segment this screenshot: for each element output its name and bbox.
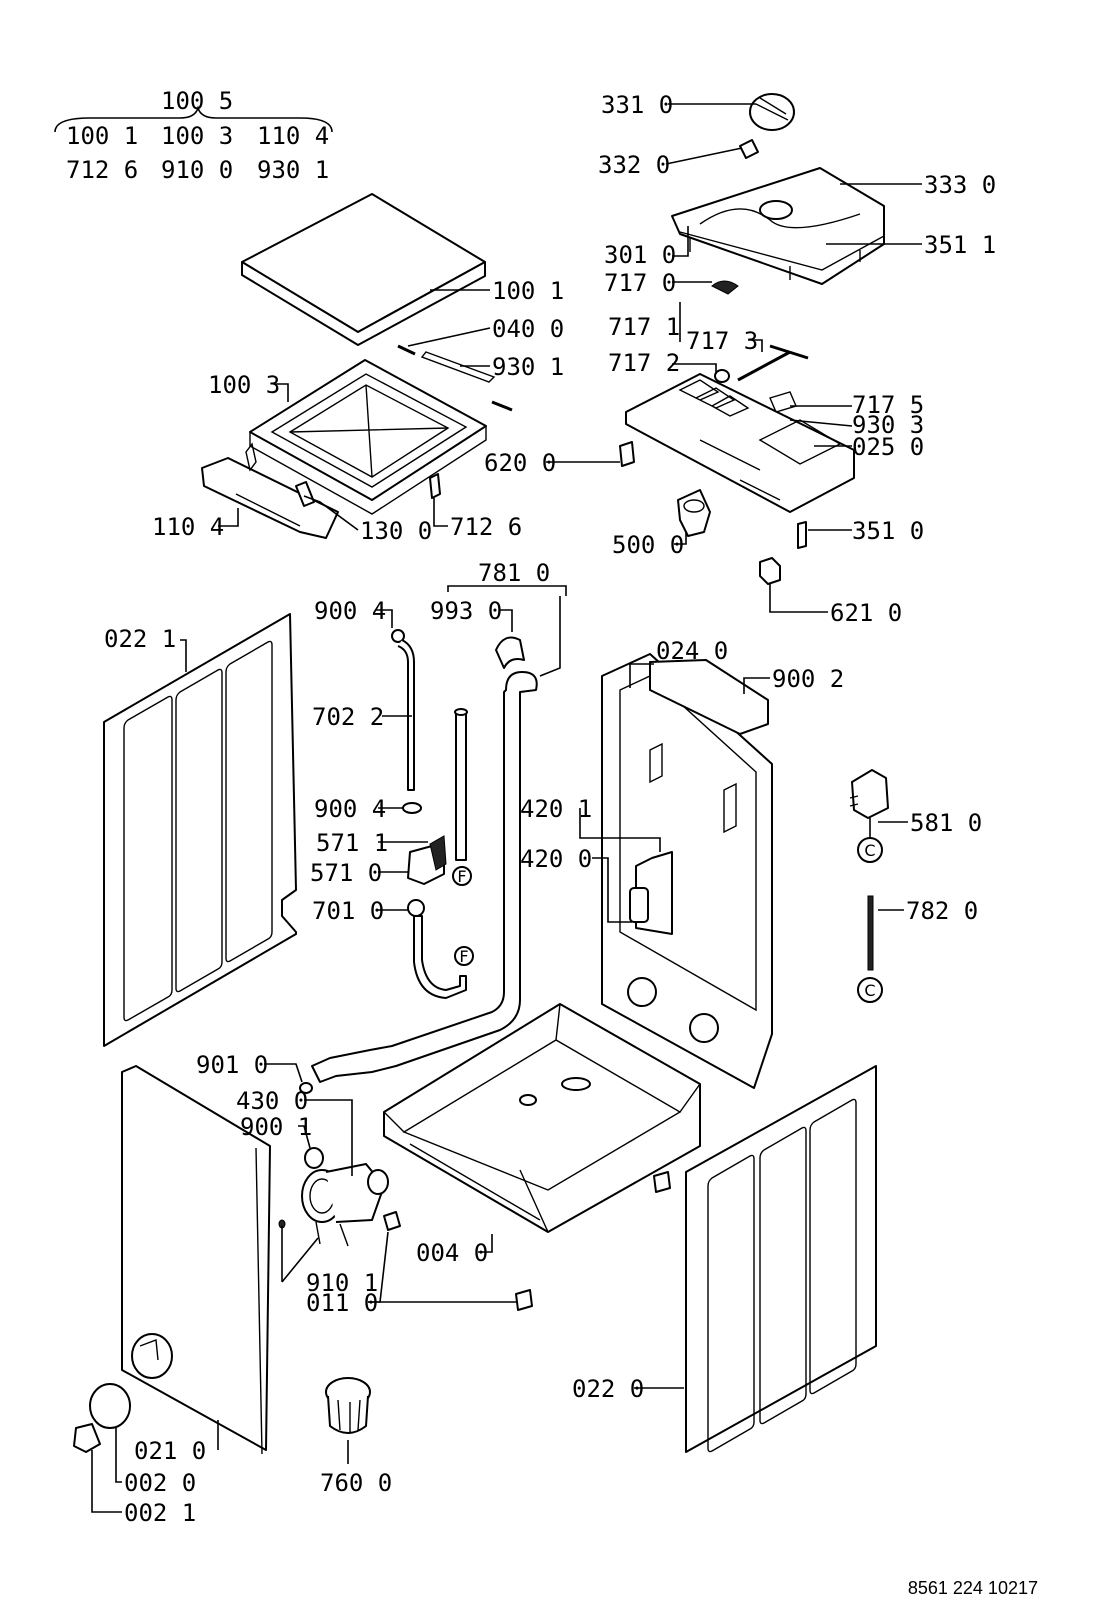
callout-900-1: 900 1 [240,1113,312,1141]
callout-571-0: 571 0 [310,859,382,887]
callout-420-1: 420 1 [520,795,592,823]
connector-mark: C [864,841,875,860]
button-cap-part [739,139,759,159]
side-panel-left-part [103,613,297,1047]
base-frame-part [383,1003,701,1233]
callout-910-1: 910 1 [306,1269,378,1297]
callout-621-0: 621 0 [830,599,902,627]
callout-002-1: 002 1 [124,1499,196,1527]
callout-430-0: 430 0 [236,1087,308,1115]
rod-parts [397,344,513,412]
callout-420-0: 420 0 [520,845,592,873]
mains-plug-part: C [849,769,889,863]
callout-351-0: 351 0 [852,517,924,545]
callout-011-0: 011 0 [306,1289,378,1317]
kit-brace [54,105,333,133]
callout-993-0: 993 0 [430,597,502,625]
callout-301-0: 301 0 [604,241,676,269]
callout-781-0: 781 0 [478,559,550,587]
clip-351-0-part [797,521,807,549]
callout-025-0: 025 0 [852,433,924,461]
connector-mark: F [459,947,468,966]
wire-782-part: C [857,895,883,1003]
callout-901-0: 901 0 [196,1051,268,1079]
callout-717-3: 717 3 [686,327,758,355]
callout-040-0: 040 0 [492,315,564,343]
callout-110-4: 110 4 [152,513,224,541]
callout-900-2: 900 2 [772,665,844,693]
callout-930-3: 930 3 [852,411,924,439]
hinge-parts [295,473,441,507]
callout-717-5: 717 5 [852,391,924,419]
tube-f-part [454,708,468,861]
foot-parts [299,1082,671,1311]
callout-100-1: 100 1 [492,277,564,305]
kit-group: 100 5 100 1 100 3 110 4 712 6 910 0 930 … [54,87,333,184]
selector-part [711,280,739,295]
connector-mark: F [457,867,466,886]
pump-part [301,1163,389,1247]
callout-900-4a: 900 4 [314,597,386,625]
selector-500-part [677,489,711,537]
callout-900-4b: 900 4 [314,795,386,823]
kit-component: 100 3 [161,122,233,150]
door-002-part [73,1383,131,1453]
kit-component: 110 4 [257,122,329,150]
side-panel-right-part [685,1065,877,1453]
callout-100-3: 100 3 [208,371,280,399]
callout-331-0: 331 0 [601,91,673,119]
callout-717-1: 717 1 [608,313,680,341]
callout-760-0: 760 0 [320,1469,392,1497]
callout-332-0: 332 0 [598,151,670,179]
callout-labels: 331 0 332 0 333 0 301 0 351 1 717 0 717 … [104,91,996,1527]
console-part [671,167,885,285]
callout-930-1: 930 1 [492,353,564,381]
leader-lines [91,103,922,1513]
knob-part [749,93,795,131]
front-panel-part [121,1065,271,1455]
callout-022-0: 022 0 [572,1375,644,1403]
kit-component: 712 6 [66,156,138,184]
callout-004-0: 004 0 [416,1239,488,1267]
front-trim-part [201,442,339,539]
callout-702-2: 702 2 [312,703,384,731]
rear-panel-part [601,653,773,1089]
kit-component: 910 0 [161,156,233,184]
callout-620-0: 620 0 [484,449,556,477]
callout-021-0: 021 0 [134,1437,206,1465]
callout-712-6: 712 6 [450,513,522,541]
connector-621-part [759,557,781,585]
drain-hose-part [311,636,538,1083]
lid-frame-part [249,359,487,515]
callout-351-1: 351 1 [924,231,996,259]
callout-024-0: 024 0 [656,637,728,665]
callout-782-0: 782 0 [906,897,978,925]
callout-500-0: 500 0 [612,531,684,559]
tube-f-marks: F F [452,866,474,966]
callout-333-0: 333 0 [924,171,996,199]
gasket-900-1-part [304,1147,324,1169]
callout-581-0: 581 0 [910,809,982,837]
callout-701-0: 701 0 [312,897,384,925]
top-lid-part [241,193,486,346]
callout-002-0: 002 0 [124,1469,196,1497]
kit-component: 100 1 [66,122,138,150]
callout-571-1: 571 1 [316,829,388,857]
callout-717-0: 717 0 [604,269,676,297]
filter-760-part [325,1377,371,1434]
hose-701-part [407,899,467,999]
valve-571-part [407,835,447,885]
control-board-part [625,373,855,513]
connector-620-part [619,441,635,467]
kit-component: 930 1 [257,156,329,184]
hose-702-part [391,629,422,814]
document-number: 8561 224 10217 [907,1578,1038,1598]
connector-mark: C [864,981,875,1000]
callout-130-0: 130 0 [360,517,432,545]
callout-717-2: 717 2 [608,349,680,377]
callout-022-1: 022 1 [104,625,176,653]
